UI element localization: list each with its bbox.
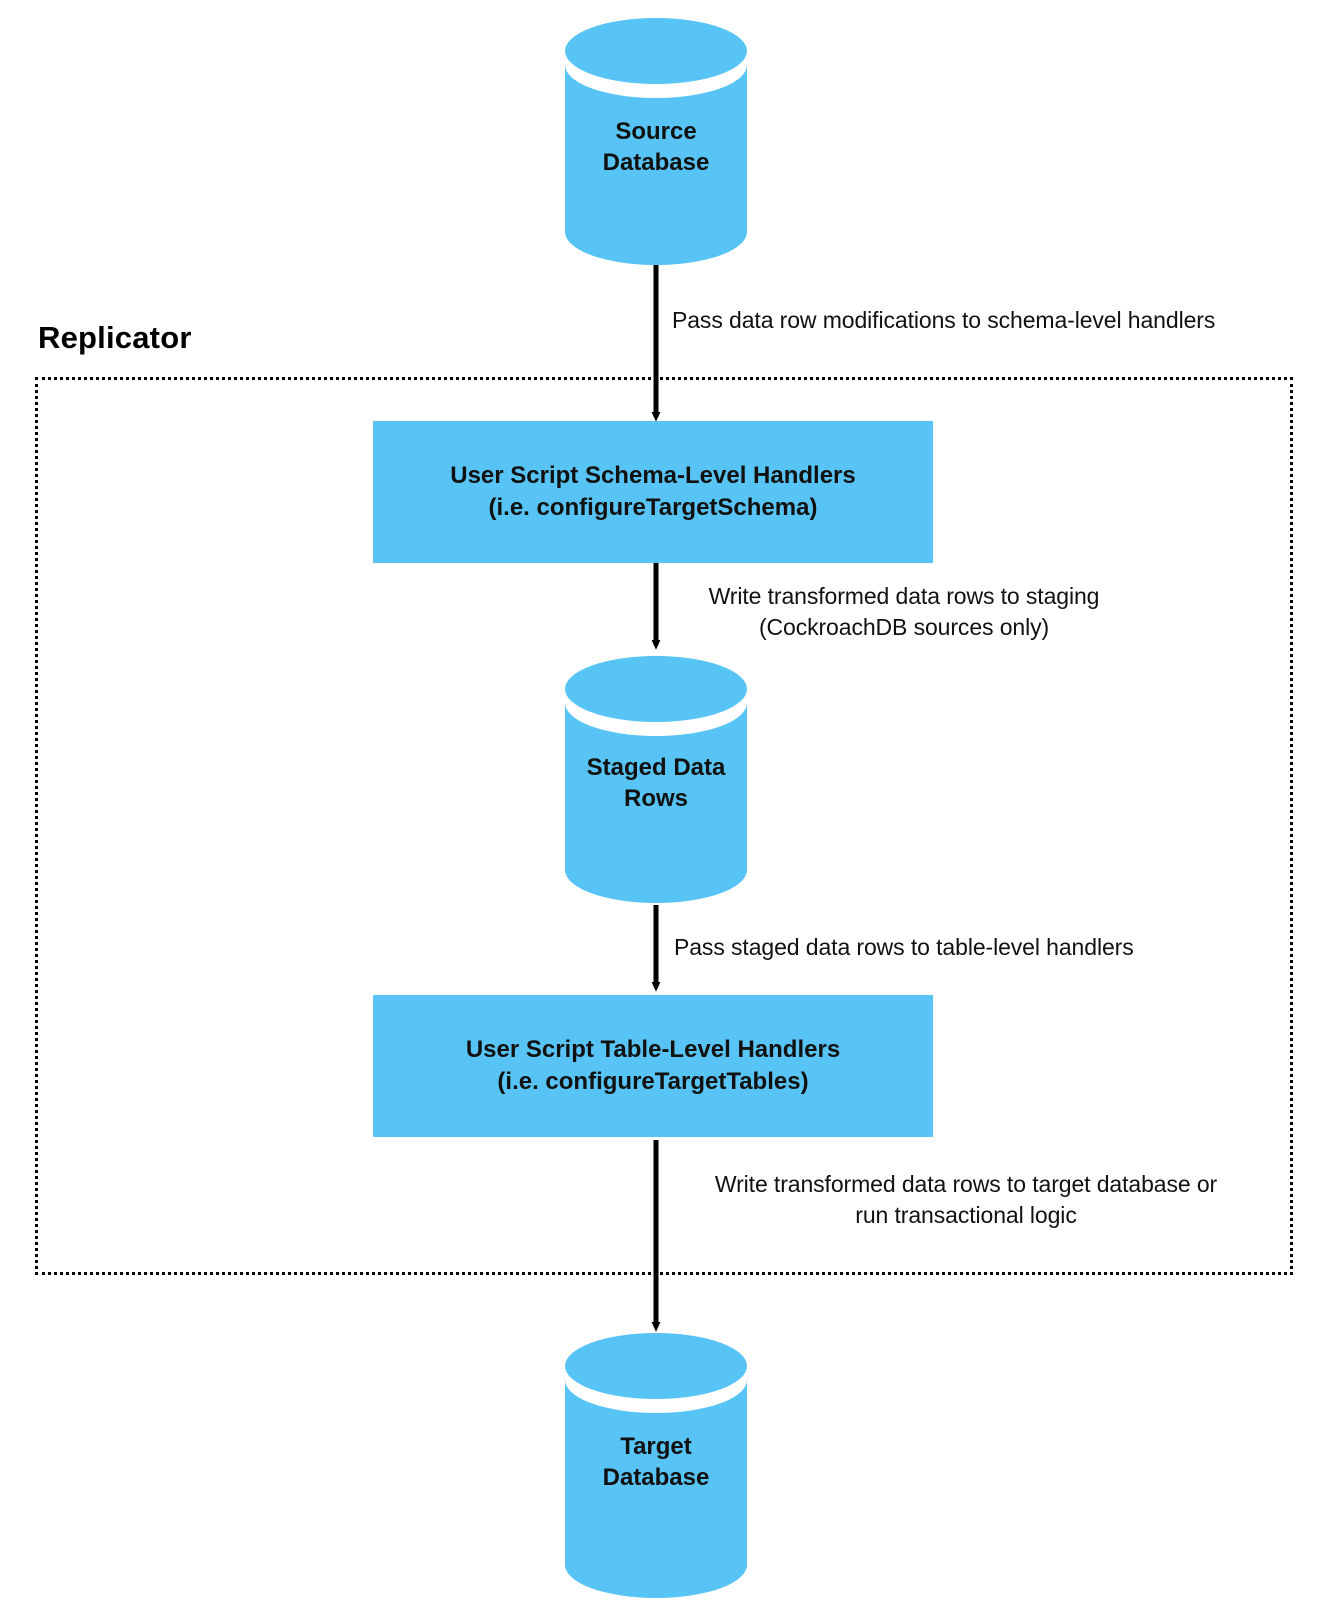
node-label: User Script Schema-Level Handlers (i.e. c… (450, 460, 856, 523)
edge-label-table-to-target: Write transformed data rows to target da… (714, 1171, 1218, 1228)
node-label: User Script Table-Level Handlers (i.e. co… (466, 1034, 840, 1097)
node-label-line2: (i.e. configureTargetTables) (497, 1068, 809, 1095)
edge-label-source-to-schema: Pass data row modifications to schema-le… (672, 307, 1216, 333)
cylinder-shape (565, 18, 747, 265)
edge-label-staged-to-table: Pass staged data rows to table-level han… (674, 934, 1134, 960)
node-schema-level-handlers[interactable]: User Script Schema-Level Handlers (i.e. c… (373, 421, 933, 563)
edge-label-schema-to-staged: Write transformed data rows to staging (… (708, 583, 1100, 640)
node-label-line2: (i.e. configureTargetSchema) (488, 494, 818, 521)
node-label-line1: User Script Table-Level Handlers (465, 1036, 841, 1064)
node-table-level-handlers[interactable]: User Script Table-Level Handlers (i.e. co… (373, 995, 933, 1137)
node-label-line1: User Script Schema-Level Handlers (450, 462, 856, 490)
group-label-replicator: Replicator (38, 320, 192, 355)
cylinder-shape (565, 1333, 747, 1598)
cylinder-shape (565, 656, 747, 903)
group-boundary-replicator (35, 377, 1293, 1275)
